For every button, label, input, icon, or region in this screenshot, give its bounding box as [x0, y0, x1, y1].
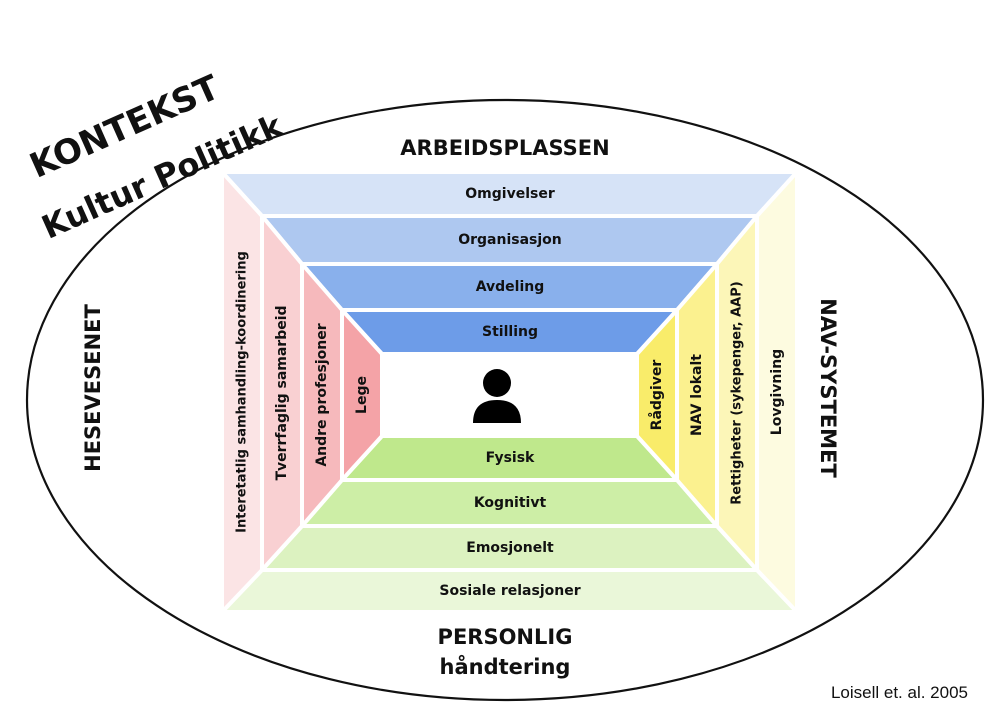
context-ellipse	[25, 98, 985, 702]
section-top-label: ARBEIDSPLASSEN	[400, 136, 610, 160]
top-layer-label-1: Omgivelser	[465, 186, 555, 202]
left-layer-label-1: Interetatlig samhandling-koordinering	[235, 251, 250, 533]
top-layer-label-2: Organisasjon	[458, 232, 562, 248]
person-icon	[473, 369, 521, 423]
right-layer-label-3: NAV lokalt	[689, 354, 705, 436]
bottom-layer-label-1: Sosiale relasjoner	[439, 583, 580, 599]
bottom-layer-label-4: Fysisk	[486, 450, 535, 466]
right-layer-label-4: Rådgiver	[648, 360, 665, 431]
core-area	[382, 354, 637, 436]
right-layer-label-1: Lovgivning	[769, 349, 785, 435]
section-bottom-label-2: håndtering	[439, 655, 571, 679]
bottom-layer-label-3: Kognitivt	[474, 495, 547, 511]
top-layer-label-3: Avdeling	[476, 279, 545, 295]
right-layer-label-2: Rettigheter (sykepenger, AAP)	[730, 281, 745, 504]
citation: Loisell et. al. 2005	[830, 683, 968, 702]
left-layer-label-2: Tverrfaglig samarbeid	[274, 305, 290, 480]
left-layer-label-3: Andre profesjoner	[314, 323, 330, 466]
bottom-layer-label-2: Emosjonelt	[466, 540, 554, 556]
left-layer-label-4: Lege	[354, 376, 370, 414]
section-right-label: NAV-SYSTEMET	[816, 298, 840, 478]
section-bottom-label-1: PERSONLIG	[437, 625, 573, 649]
section-left-label: HESEVESENET	[81, 304, 105, 472]
top-layer-label-4: Stilling	[482, 324, 538, 340]
